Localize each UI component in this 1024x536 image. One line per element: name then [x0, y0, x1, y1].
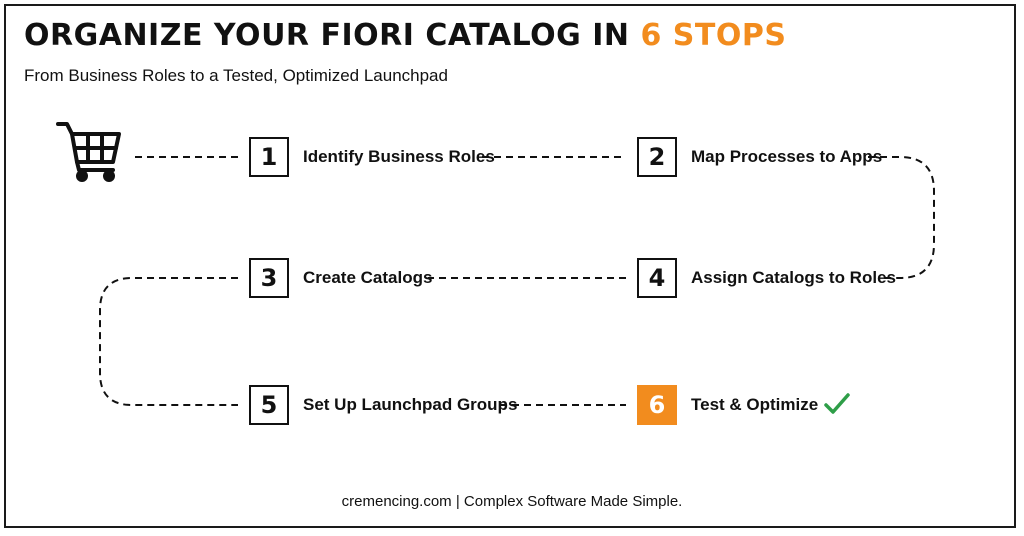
step-4-number: 4 — [637, 258, 677, 298]
step-1-number: 1 — [249, 137, 289, 177]
step-5-number: 5 — [249, 385, 289, 425]
checkmark-icon — [824, 393, 850, 414]
step-5-label: Set Up Launchpad Groups — [303, 395, 518, 414]
step-6-number: 6 — [637, 385, 677, 425]
step-2-label: Map Processes to Apps — [691, 147, 883, 166]
step-1-label: Identify Business Roles — [303, 147, 495, 166]
connector-step-2-to-step-4 — [868, 156, 935, 279]
step-3-number: 3 — [249, 258, 289, 298]
page-subtitle: From Business Roles to a Tested, Optimiz… — [24, 66, 448, 85]
connector-step-3-to-step-5 — [99, 277, 238, 406]
step-2-number: 2 — [637, 137, 677, 177]
shopping-cart-icon — [56, 122, 121, 182]
title-accent: 6 STOPS — [640, 18, 787, 53]
page-title: ORGANIZE YOUR FIORI CATALOG IN 6 STOPS — [24, 18, 786, 53]
diagram-frame — [4, 4, 1016, 528]
footer-credit: cremencing.com | Complex Software Made S… — [341, 493, 683, 510]
title-main: ORGANIZE YOUR FIORI CATALOG IN — [24, 18, 641, 53]
step-6-label: Test & Optimize — [691, 395, 819, 414]
step-4-label: Assign Catalogs to Roles — [691, 268, 896, 287]
step-3-label: Create Catalogs — [303, 268, 433, 287]
